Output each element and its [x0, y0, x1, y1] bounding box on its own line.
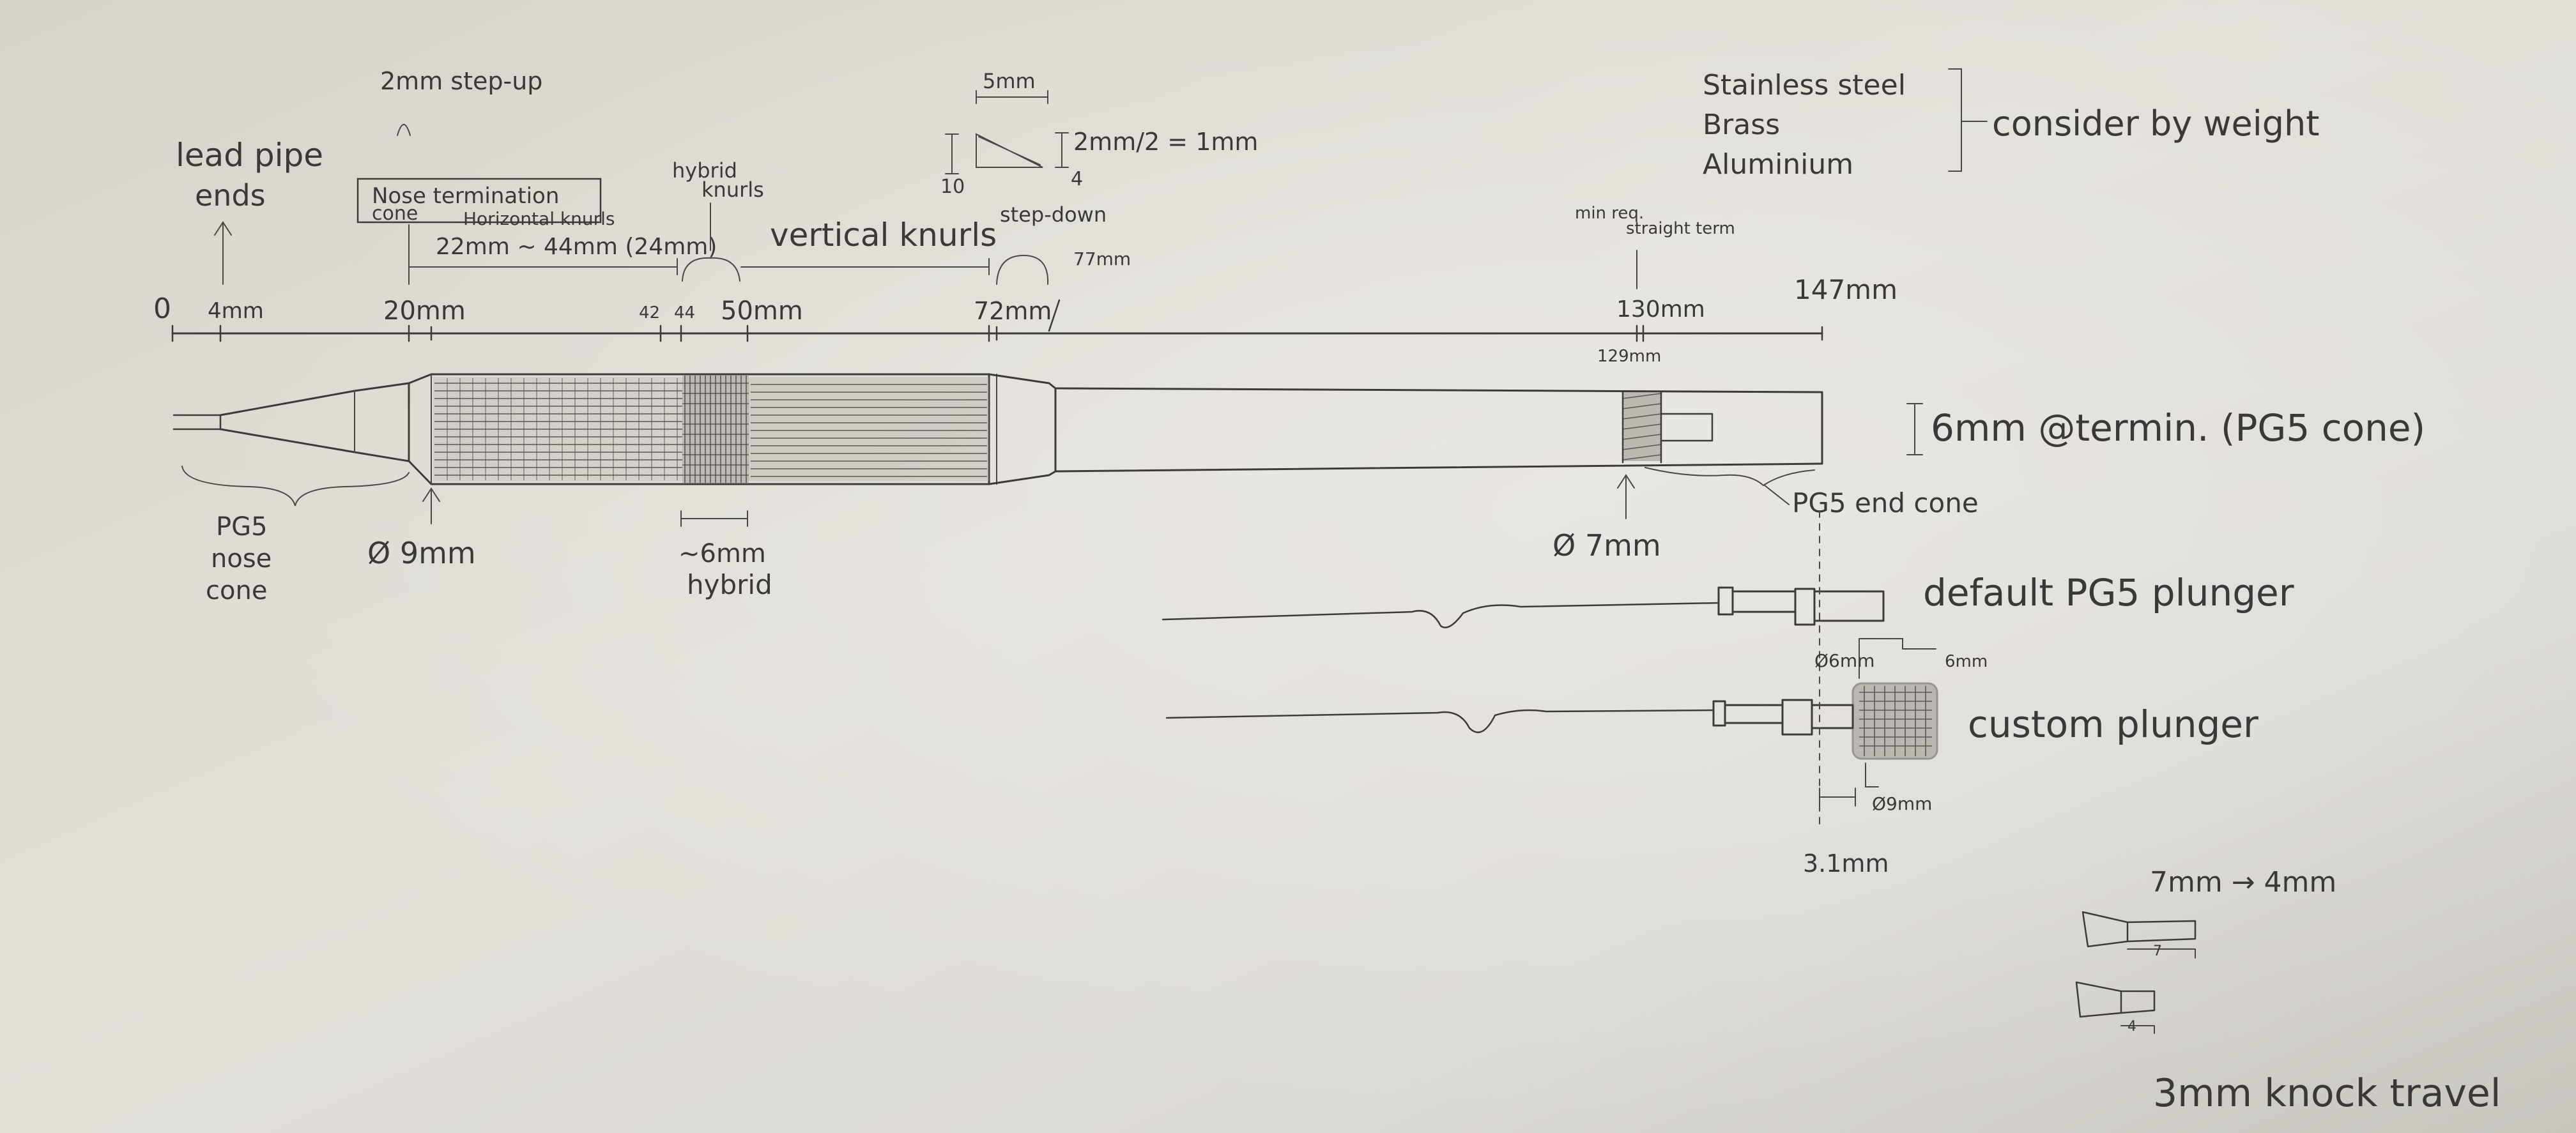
lead-pipe-arrow: [214, 221, 232, 285]
material-stainless: Stainless steel: [1703, 69, 1906, 102]
tick-44: 44: [674, 303, 695, 323]
offset-3-1mm: 3.1mm: [1803, 849, 1889, 878]
knock-7-dim: [2127, 948, 2196, 959]
default-plunger-rod: [1162, 602, 1720, 628]
custom-plunger-body: [1712, 699, 1854, 736]
dim-4: 4: [1071, 168, 1083, 190]
pg5-nose-label: PG5: [216, 512, 268, 542]
dim-5mm-line: [976, 90, 1048, 104]
dia-7mm-arrow: [1617, 474, 1635, 519]
ruler-ticks: [171, 299, 1823, 342]
custom-len-6mm: 6mm: [1945, 652, 1988, 671]
tick-72mm: 72mm: [974, 297, 1052, 325]
pg5-end-cone-label: PG5 end cone: [1792, 487, 1979, 519]
vertical-knurls-label: vertical knurls: [770, 217, 997, 254]
vertical-knurl-hatch: [749, 377, 989, 482]
dim-5mm: 5mm: [983, 69, 1036, 93]
termination-note: 6mm @termin. (PG5 cone): [1931, 406, 2425, 450]
hybrid-knurls-label: hybrid: [672, 158, 737, 183]
step-up-note: 2mm step-up: [380, 67, 542, 95]
knurl-span-label: 22mm ~ 44mm (24mm): [436, 234, 717, 260]
knock-conversion: 7mm → 4mm: [2150, 866, 2336, 899]
taper-calc: 2mm/2 = 1mm: [1073, 128, 1258, 156]
taper-triangle: [976, 133, 1043, 168]
dia-7mm-label: Ø 7mm: [1552, 528, 1661, 563]
materials-bracket: [1948, 68, 1988, 172]
step-down-bracket: [996, 254, 1049, 285]
hybrid-6mm-label: ~6mm: [678, 539, 766, 568]
dia-9mm-label: Ø 9mm: [367, 536, 476, 570]
vertical-knurl-dim: [740, 258, 990, 275]
barrel: [1054, 387, 1823, 473]
knock-4-dim: [2120, 1025, 2155, 1034]
custom-dia-9mm: Ø9mm: [1872, 793, 1932, 814]
tick-42: 42: [639, 303, 660, 323]
step-down-cone: [988, 373, 1057, 485]
tick-20mm: 20mm: [383, 296, 466, 326]
pg5-end-cone-brace: [1644, 467, 1815, 487]
hybrid-knurl-band: [682, 376, 749, 483]
custom-dia-6mm: Ø6mm: [1814, 650, 1874, 671]
custom-plunger-cap: [1851, 682, 1938, 760]
tick-4mm: 4mm: [208, 298, 264, 324]
consider-by-weight: consider by weight: [1992, 103, 2319, 144]
dim-10-line: [945, 133, 959, 174]
hybrid-bracket: [682, 257, 740, 282]
min-req-label: min req.: [1575, 204, 1644, 223]
lead-pipe-note: lead pipe: [176, 137, 323, 174]
lead-pipe: [172, 414, 222, 430]
pg5-nose-label-2: nose: [211, 544, 272, 574]
material-brass: Brass: [1703, 109, 1780, 141]
hybrid-knurls-label-2: knurls: [702, 178, 764, 202]
offset-dim: [1819, 787, 1856, 807]
pg5-nose-label-3: cone: [206, 576, 267, 605]
min-req-label-2: straight term: [1626, 219, 1735, 238]
knock-travel-label: 3mm knock travel: [2153, 1071, 2501, 1116]
step-up-caret: [397, 124, 411, 136]
tick-77mm: 77mm: [1073, 248, 1131, 270]
top-annotations: 2mm step-up lead pipe ends Nose terminat…: [176, 67, 2319, 289]
custom-plunger-label: custom plunger: [1968, 703, 2258, 746]
dim-10: 10: [940, 176, 965, 198]
custom-6mm-dim: [1859, 638, 1903, 679]
tick-129mm: 129mm: [1597, 347, 1661, 366]
grip-section: [408, 373, 990, 485]
knock-7: 7: [2153, 943, 2162, 959]
scale-ruler: 0 4mm 20mm 42 44 50mm 72mm 77mm 130mm 14…: [153, 248, 1897, 366]
pg5-end-cone-leader: [1764, 485, 1790, 505]
knock-sketch-4: [2075, 981, 2156, 1018]
horizontal-knurls-label: Horizontal knurls: [463, 208, 615, 229]
default-plunger-body: [1717, 586, 1885, 626]
pg5-nose-brace: [181, 466, 410, 506]
horizontal-knurl-hatch: [433, 377, 682, 482]
dia-9mm-arrow: [422, 487, 440, 524]
knock-4: 4: [2128, 1019, 2136, 1035]
knock-travel: 7mm → 4mm 7 4 3mm knock travel: [2075, 866, 2501, 1116]
step-down-label: step-down: [1000, 202, 1107, 227]
nose-termination-label: Nose termination: [372, 183, 559, 209]
nose-cone-label: cone: [372, 202, 418, 225]
nose-cone: [219, 382, 410, 462]
plunger-drawings: default PG5 plunger custom plunger Ø6mm …: [1162, 510, 2294, 878]
knock-sketch-7: [2082, 911, 2196, 948]
tick-147mm: 147mm: [1794, 274, 1897, 305]
lead-pipe-note-2: ends: [195, 178, 266, 213]
tick-50mm: 50mm: [721, 296, 803, 326]
tick-0: 0: [153, 293, 171, 325]
pencil-body: [172, 373, 1823, 485]
termination-dim: [1906, 403, 1923, 455]
custom-plunger-rod: [1165, 709, 1715, 733]
end-cone-thread: [1621, 391, 1713, 464]
default-plunger-label: default PG5 plunger: [1923, 571, 2294, 614]
custom-dia-9mm-mark: [1865, 763, 1879, 787]
tick-130mm: 130mm: [1616, 296, 1705, 323]
body-annotations: 6mm @termin. (PG5 cone) PG5 nose cone Ø …: [181, 403, 2425, 605]
material-aluminium: Aluminium: [1703, 148, 1853, 181]
nose-termination-box: [356, 178, 602, 224]
taper-height-mark: [1055, 132, 1069, 168]
hybrid-width-label: hybrid: [687, 569, 772, 600]
hybrid-width-dim: [680, 510, 748, 527]
